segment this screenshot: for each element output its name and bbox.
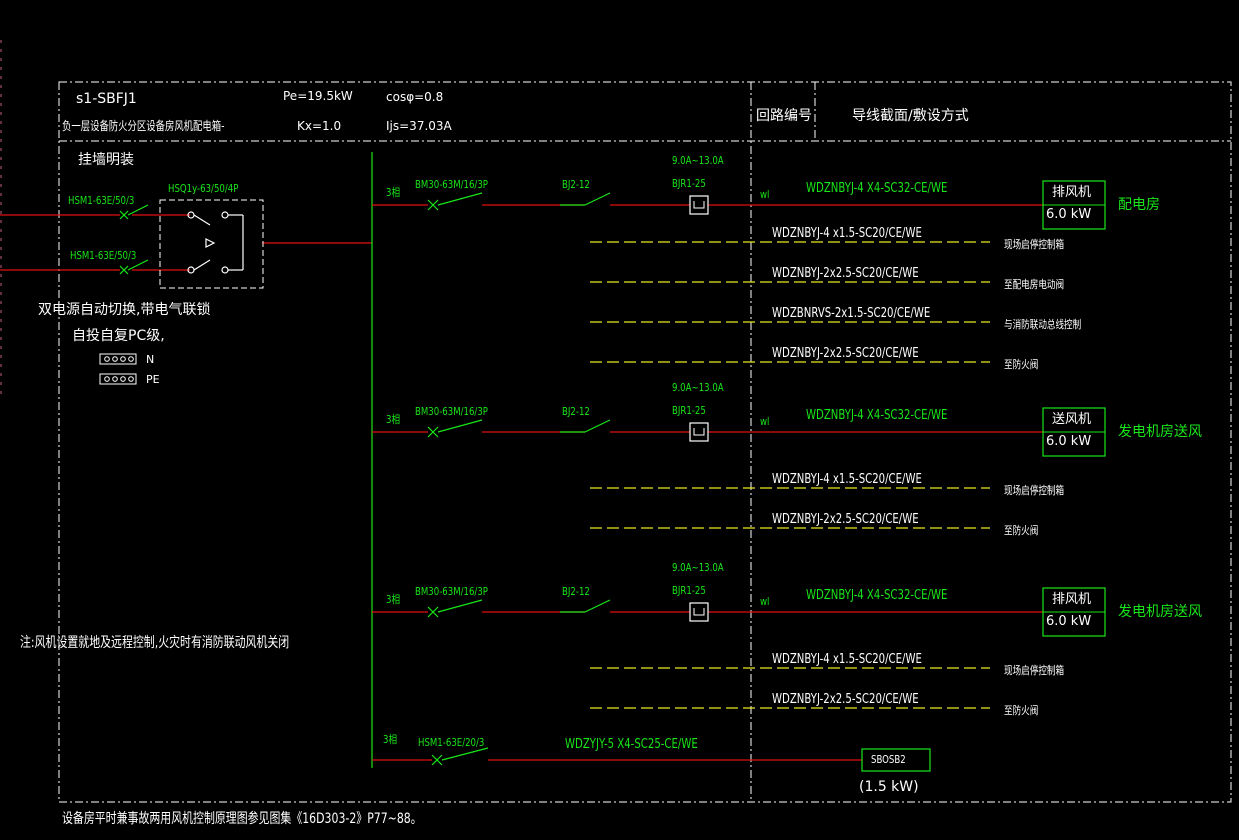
contactor-symbol [584, 419, 611, 433]
contactor-symbol [584, 192, 611, 206]
control-cable-spec: WDZNBYJ-4 x1.5-SC20/CE/WE [772, 226, 922, 241]
ats-note-1: 双电源自动切换,带电气联锁 [38, 302, 211, 318]
panel-description: 负一层设备防火分区设备房风机配电箱- [62, 119, 225, 133]
spare-breaker: HSM1-63E/20/3 [418, 736, 485, 749]
circuit-phase: 3相 [386, 413, 401, 426]
ats-model: HSQ1y-63/50/4P [168, 182, 239, 195]
footer-reference: 设备房平时兼事故两用风机控制原理图参见图集《16D303-2》P77~88。 [62, 811, 422, 827]
spare-cable: WDZYJY-5 X4-SC25-CE/WE [565, 737, 698, 752]
power-factor: cosφ=0.8 [386, 90, 444, 104]
feeder-cable-spec: WDZNBYJ-4 X4-SC32-CE/WE [806, 588, 948, 603]
mounting-note: 挂墙明装 [78, 152, 134, 168]
ats-switch [159, 199, 264, 289]
control-cable-spec: WDZBNRVS-2x1.5-SC20/CE/WE [772, 306, 931, 321]
circuit-phase: 3相 [386, 593, 401, 606]
feeder-cable-spec: WDZNBYJ-4 X4-SC32-CE/WE [806, 181, 948, 196]
thermal-relay-symbol [689, 422, 709, 442]
control-cable-spec: WDZNBYJ-4 x1.5-SC20/CE/WE [772, 652, 922, 667]
control-cable-spec: WDZNBYJ-2x2.5-SC20/CE/WE [772, 692, 919, 707]
load-destination: 发电机房送风 [1118, 604, 1202, 620]
thermal-relay-symbol [689, 195, 709, 215]
contactor-symbol [584, 599, 611, 613]
load-name: 送风机 [1052, 412, 1092, 427]
control-destination: 至防火阀 [1004, 358, 1039, 371]
load-power: 6.0 kW [1046, 207, 1092, 222]
control-destination: 至防火阀 [1004, 704, 1039, 717]
circuit-wl-label: wl [760, 595, 770, 608]
control-destination: 至配电房电动阀 [1004, 278, 1065, 291]
circuit-phase: 3相 [386, 186, 401, 199]
relay-range: 9.0A~13.0A [672, 154, 724, 167]
control-cable-spec: WDZNBYJ-2x2.5-SC20/CE/WE [772, 346, 919, 361]
circuit-wl-label: wl [760, 188, 770, 201]
ats-note-2: 自投自复PC级, [72, 328, 165, 344]
spare-phase: 3相 [383, 733, 398, 746]
spare-load: SBOSB2 [871, 753, 906, 766]
relay-model: BJR1-25 [672, 177, 706, 190]
neutral-bus-label: N [146, 353, 155, 366]
relay-model: BJR1-25 [672, 404, 706, 417]
control-cable-spec: WDZNBYJ-2x2.5-SC20/CE/WE [772, 512, 919, 527]
spare-load-box [861, 748, 931, 772]
control-destination: 现场启停控制箱 [1004, 484, 1065, 497]
contactor-model: BJ2-12 [562, 405, 590, 418]
control-cable-spec: WDZNBYJ-4 x1.5-SC20/CE/WE [772, 472, 922, 487]
load-name: 排风机 [1052, 185, 1092, 200]
calculated-current: Ijs=37.03A [386, 119, 452, 133]
wire-spec-header: 导线截面/敷设方式 [852, 108, 969, 124]
load-destination: 配电房 [1118, 197, 1160, 213]
control-destination: 现场启停控制箱 [1004, 664, 1065, 677]
thermal-relay-symbol [689, 602, 709, 622]
frame-border [58, 81, 1232, 803]
load-power: 6.0 kW [1046, 434, 1092, 449]
relay-range: 9.0A~13.0A [672, 381, 724, 394]
circuit-number-header: 回路编号 [756, 108, 812, 124]
spare-power: (1.5 kW) [859, 779, 919, 795]
relay-range: 9.0A~13.0A [672, 561, 724, 574]
load-power: 6.0 kW [1046, 614, 1092, 629]
control-cable-spec: WDZNBYJ-2x2.5-SC20/CE/WE [772, 266, 919, 281]
contactor-model: BJ2-12 [562, 178, 590, 191]
incoming-breaker-2: HSM1-63E/50/3 [70, 249, 137, 262]
installed-power: Pe=19.5kW [283, 89, 353, 103]
contactor-model: BJ2-12 [562, 585, 590, 598]
control-destination: 现场启停控制箱 [1004, 238, 1065, 251]
circuit-breaker-model: BM30-63M/16/3P [415, 178, 488, 191]
load-destination: 发电机房送风 [1118, 424, 1202, 440]
incoming-breaker-1: HSM1-63E/50/3 [68, 194, 135, 207]
circuit-breaker-model: BM30-63M/16/3P [415, 405, 488, 418]
feeder-cable-spec: WDZNBYJ-4 X4-SC32-CE/WE [806, 408, 948, 423]
relay-model: BJR1-25 [672, 584, 706, 597]
panel-id: s1-SBFJ1 [76, 91, 137, 107]
demand-factor: Kx=1.0 [297, 119, 342, 133]
load-name: 排风机 [1052, 592, 1092, 607]
control-note: 注:风机设置就地及远程控制,火灾时有消防联动风机关闭 [20, 635, 290, 651]
circuit-breaker-model: BM30-63M/16/3P [415, 585, 488, 598]
control-destination: 至防火阀 [1004, 524, 1039, 537]
pe-bus-label: PE [146, 373, 160, 386]
circuit-wl-label: wl [760, 415, 770, 428]
control-destination: 与消防联动总线控制 [1004, 318, 1082, 331]
